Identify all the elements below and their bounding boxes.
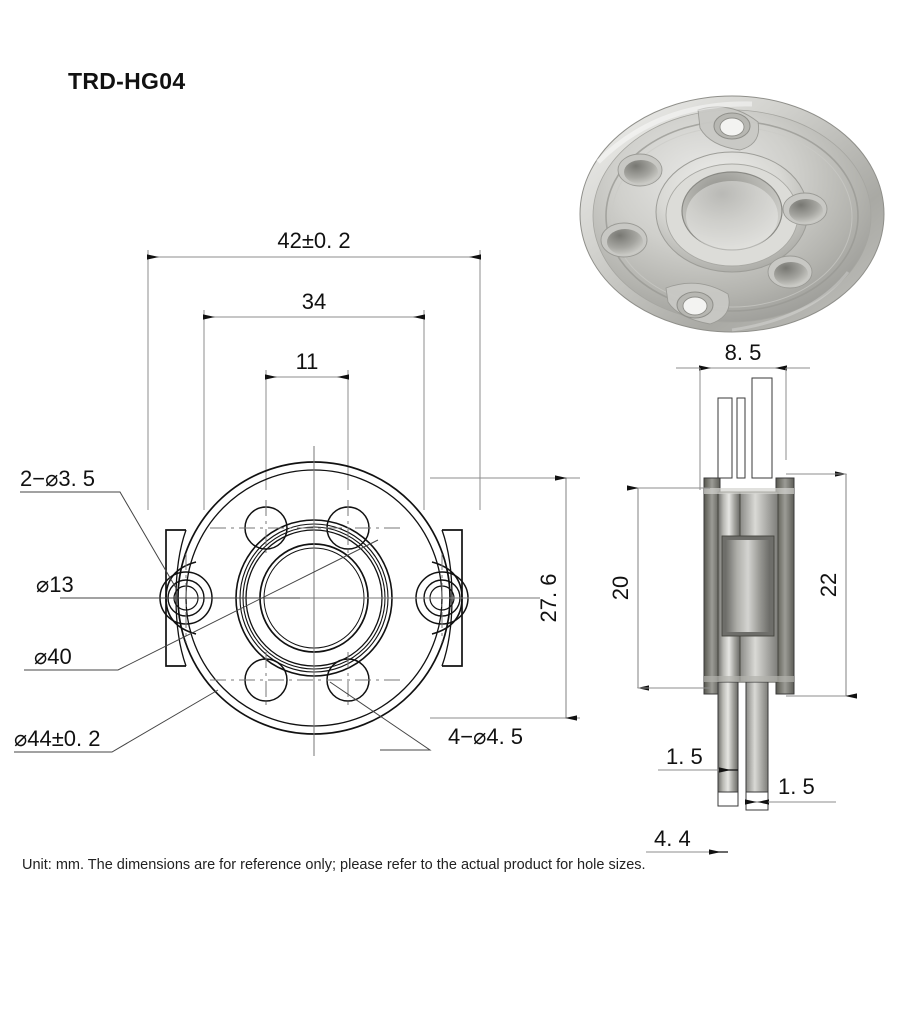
page-title: TRD-HG04 bbox=[68, 68, 186, 94]
dimension-step-left-label: 1. 5 bbox=[666, 744, 703, 769]
dimension-lug-span: 34 bbox=[203, 289, 425, 320]
dimension-step-left: 1. 5 bbox=[658, 744, 738, 773]
callout-center-bore: ⌀13 bbox=[36, 572, 74, 597]
dimension-inner-height-label: 20 bbox=[608, 576, 633, 600]
front-view: 42±0. 2 34 11 27. 6 bbox=[14, 228, 580, 756]
dimension-flange-thickness-label: 8. 5 bbox=[725, 340, 762, 365]
product-photo-svg bbox=[579, 95, 885, 333]
dimension-vertical-height-label: 27. 6 bbox=[536, 574, 561, 623]
callout-outer-diameter: ⌀44±0. 2 bbox=[14, 726, 101, 751]
callout-boss-diameter: ⌀40 bbox=[34, 644, 72, 669]
dimension-base-thickness-label: 4. 4 bbox=[654, 826, 691, 851]
dimension-outer-height-label: 22 bbox=[816, 573, 841, 597]
side-view: 8. 5 bbox=[608, 340, 857, 855]
dimension-top-hole-span-label: 11 bbox=[296, 349, 319, 374]
dimension-outer-height: 22 bbox=[786, 471, 857, 699]
dimension-lug-span-label: 34 bbox=[302, 289, 326, 314]
dimension-flange-thickness: 8. 5 bbox=[676, 340, 810, 490]
counterbore-holes bbox=[600, 153, 828, 289]
dimension-step-right: 1. 5 bbox=[745, 774, 836, 805]
dimension-vertical-height: 27. 6 bbox=[536, 475, 577, 721]
dimension-base-thickness: 4. 4 bbox=[646, 826, 728, 855]
product-photo bbox=[562, 92, 900, 337]
dimension-overall-width: 42±0. 2 bbox=[147, 228, 481, 260]
dimension-step-right-label: 1. 5 bbox=[778, 774, 815, 799]
dimension-inner-height: 20 bbox=[608, 485, 710, 691]
side-view-geometry bbox=[703, 377, 795, 811]
front-view-callouts: 2−⌀3. 5 ⌀13 ⌀40 ⌀44±0. 2 4−⌀4. 5 bbox=[14, 466, 523, 751]
drawing-sheet: TRD-HG04 bbox=[14, 68, 900, 873]
footer-note: Unit: mm. The dimensions are for referen… bbox=[22, 857, 646, 873]
callout-bolt-holes: 4−⌀4. 5 bbox=[448, 724, 523, 749]
lug-through-holes bbox=[665, 106, 760, 325]
leader-lines bbox=[14, 491, 432, 753]
dimension-overall-width-label: 42±0. 2 bbox=[277, 228, 350, 253]
dimension-top-hole-span: 11 bbox=[265, 349, 349, 380]
callout-counterbore: 2−⌀3. 5 bbox=[20, 466, 95, 491]
